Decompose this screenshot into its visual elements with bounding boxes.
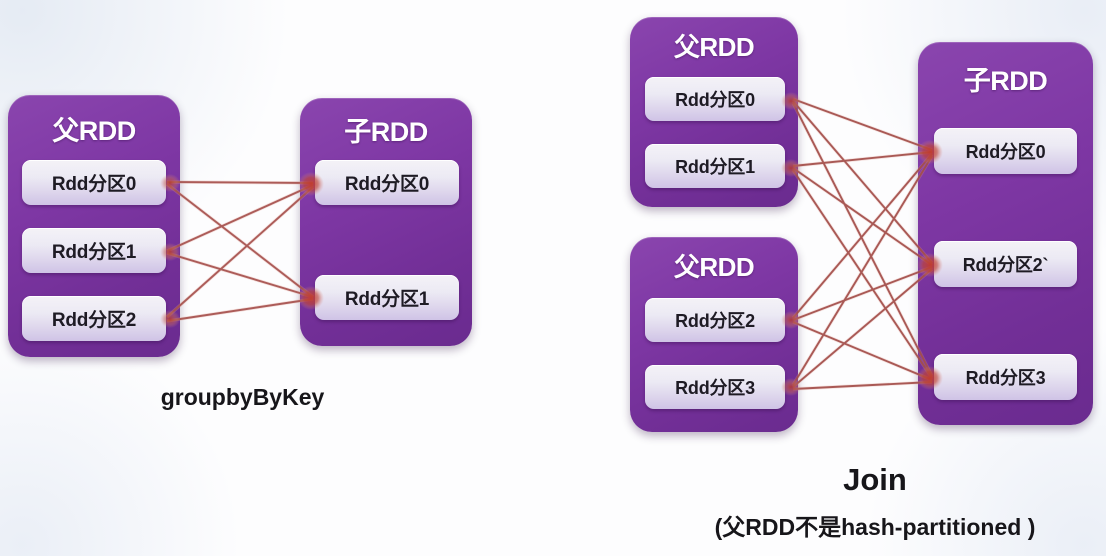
left-child-partition-0[interactable]: Rdd分区0: [315, 160, 459, 205]
right-edge-halo-group: [791, 97, 934, 391]
left-edge-halo-group: [165, 180, 315, 323]
left-child-rdd-title: 子RDD: [344, 117, 428, 147]
edge-halo-right-8: [792, 265, 933, 322]
edge-right-b3-c2: [792, 268, 933, 388]
right-parent-b-rdd-title: 父RDD: [673, 252, 755, 282]
left-edge-group: [166, 181, 314, 322]
edge-right-a0-c2: [792, 100, 933, 264]
edge-halo-left-2: [165, 182, 315, 299]
right-parent-a-rdd-card: 父RDD Rdd分区0 Rdd分区1: [630, 17, 798, 207]
edge-halo-right-12: [792, 380, 933, 391]
edge-halo-left-1: [166, 180, 314, 185]
edge-left-p2-c1: [166, 298, 314, 322]
right-child-rdd-title: 子RDD: [963, 66, 1048, 96]
edge-right-a0-c3: [792, 102, 933, 377]
edge-right-a1-c2: [792, 167, 933, 266]
right-parent-b-partition-1[interactable]: Rdd分区3: [645, 365, 785, 409]
left-parent-partition-2[interactable]: Rdd分区2: [22, 296, 166, 341]
left-child-partition-1[interactable]: Rdd分区1: [315, 275, 459, 320]
edge-right-b2-c3: [792, 321, 933, 381]
edge-right-b2-c2: [792, 266, 933, 321]
left-parent-rdd-title: 父RDD: [52, 116, 136, 146]
edge-halo-right-3: [791, 102, 934, 377]
right-child-rdd-card: 子RDD Rdd分区0 Rdd分区2` Rdd分区3: [918, 42, 1093, 425]
edge-halo-right-10: [791, 155, 934, 386]
right-diagram-caption-sub: (父RDD不是hash-partitioned ): [714, 514, 1036, 540]
edge-halo-left-6: [166, 297, 314, 323]
edge-right-b3-c3: [792, 381, 933, 390]
right-parent-b-partition-0[interactable]: Rdd分区2: [645, 298, 785, 342]
edge-halo-right-7: [791, 152, 934, 320]
edge-right-b2-c0: [792, 153, 933, 319]
right-parent-a-partition-1[interactable]: Rdd分区1: [645, 144, 785, 188]
left-diagram-caption: groupbyByKey: [160, 384, 325, 410]
right-child-partition-0[interactable]: Rdd分区0: [934, 128, 1077, 174]
edge-right-a1-c3: [792, 169, 933, 379]
right-child-partition-1[interactable]: Rdd分区2`: [934, 241, 1077, 287]
right-parent-a-partition-0[interactable]: Rdd分区0: [645, 77, 785, 121]
edge-halo-right-1: [792, 97, 933, 152]
edge-left-p0-c1: [166, 183, 314, 298]
right-child-partition-2[interactable]: Rdd分区3: [934, 354, 1077, 400]
right-parent-b-rdd-card: 父RDD Rdd分区2 Rdd分区3: [630, 237, 798, 432]
edge-halo-left-4: [166, 251, 314, 299]
edge-left-p2-c0: [166, 186, 314, 318]
edge-halo-right-2: [791, 99, 934, 265]
right-edge-group: [792, 98, 933, 390]
left-parent-partition-1[interactable]: Rdd分区1: [22, 228, 166, 273]
edge-left-p0-c0: [166, 181, 314, 184]
edge-halo-right-6: [791, 169, 934, 379]
edge-halo-right-4: [792, 150, 933, 168]
edge-halo-right-5: [792, 166, 933, 267]
edge-halo-left-5: [165, 185, 315, 319]
edge-halo-right-9: [792, 320, 933, 382]
right-parent-a-rdd-title: 父RDD: [673, 32, 755, 62]
left-parent-partition-0[interactable]: Rdd分区0: [22, 160, 166, 205]
edge-right-a0-c0: [792, 98, 933, 151]
edge-halo-left-3: [166, 183, 314, 253]
left-child-rdd-card: 子RDD Rdd分区0 Rdd分区1: [300, 98, 472, 346]
edge-right-a1-c0: [792, 151, 933, 167]
right-diagram-caption-main: Join: [843, 462, 907, 497]
left-parent-rdd-card: 父RDD Rdd分区0 Rdd分区1 Rdd分区2: [8, 95, 180, 357]
edge-halo-right-11: [791, 267, 934, 389]
edge-left-p1-c1: [166, 252, 314, 298]
edge-right-b3-c0: [792, 155, 933, 386]
edge-left-p1-c0: [166, 184, 314, 252]
